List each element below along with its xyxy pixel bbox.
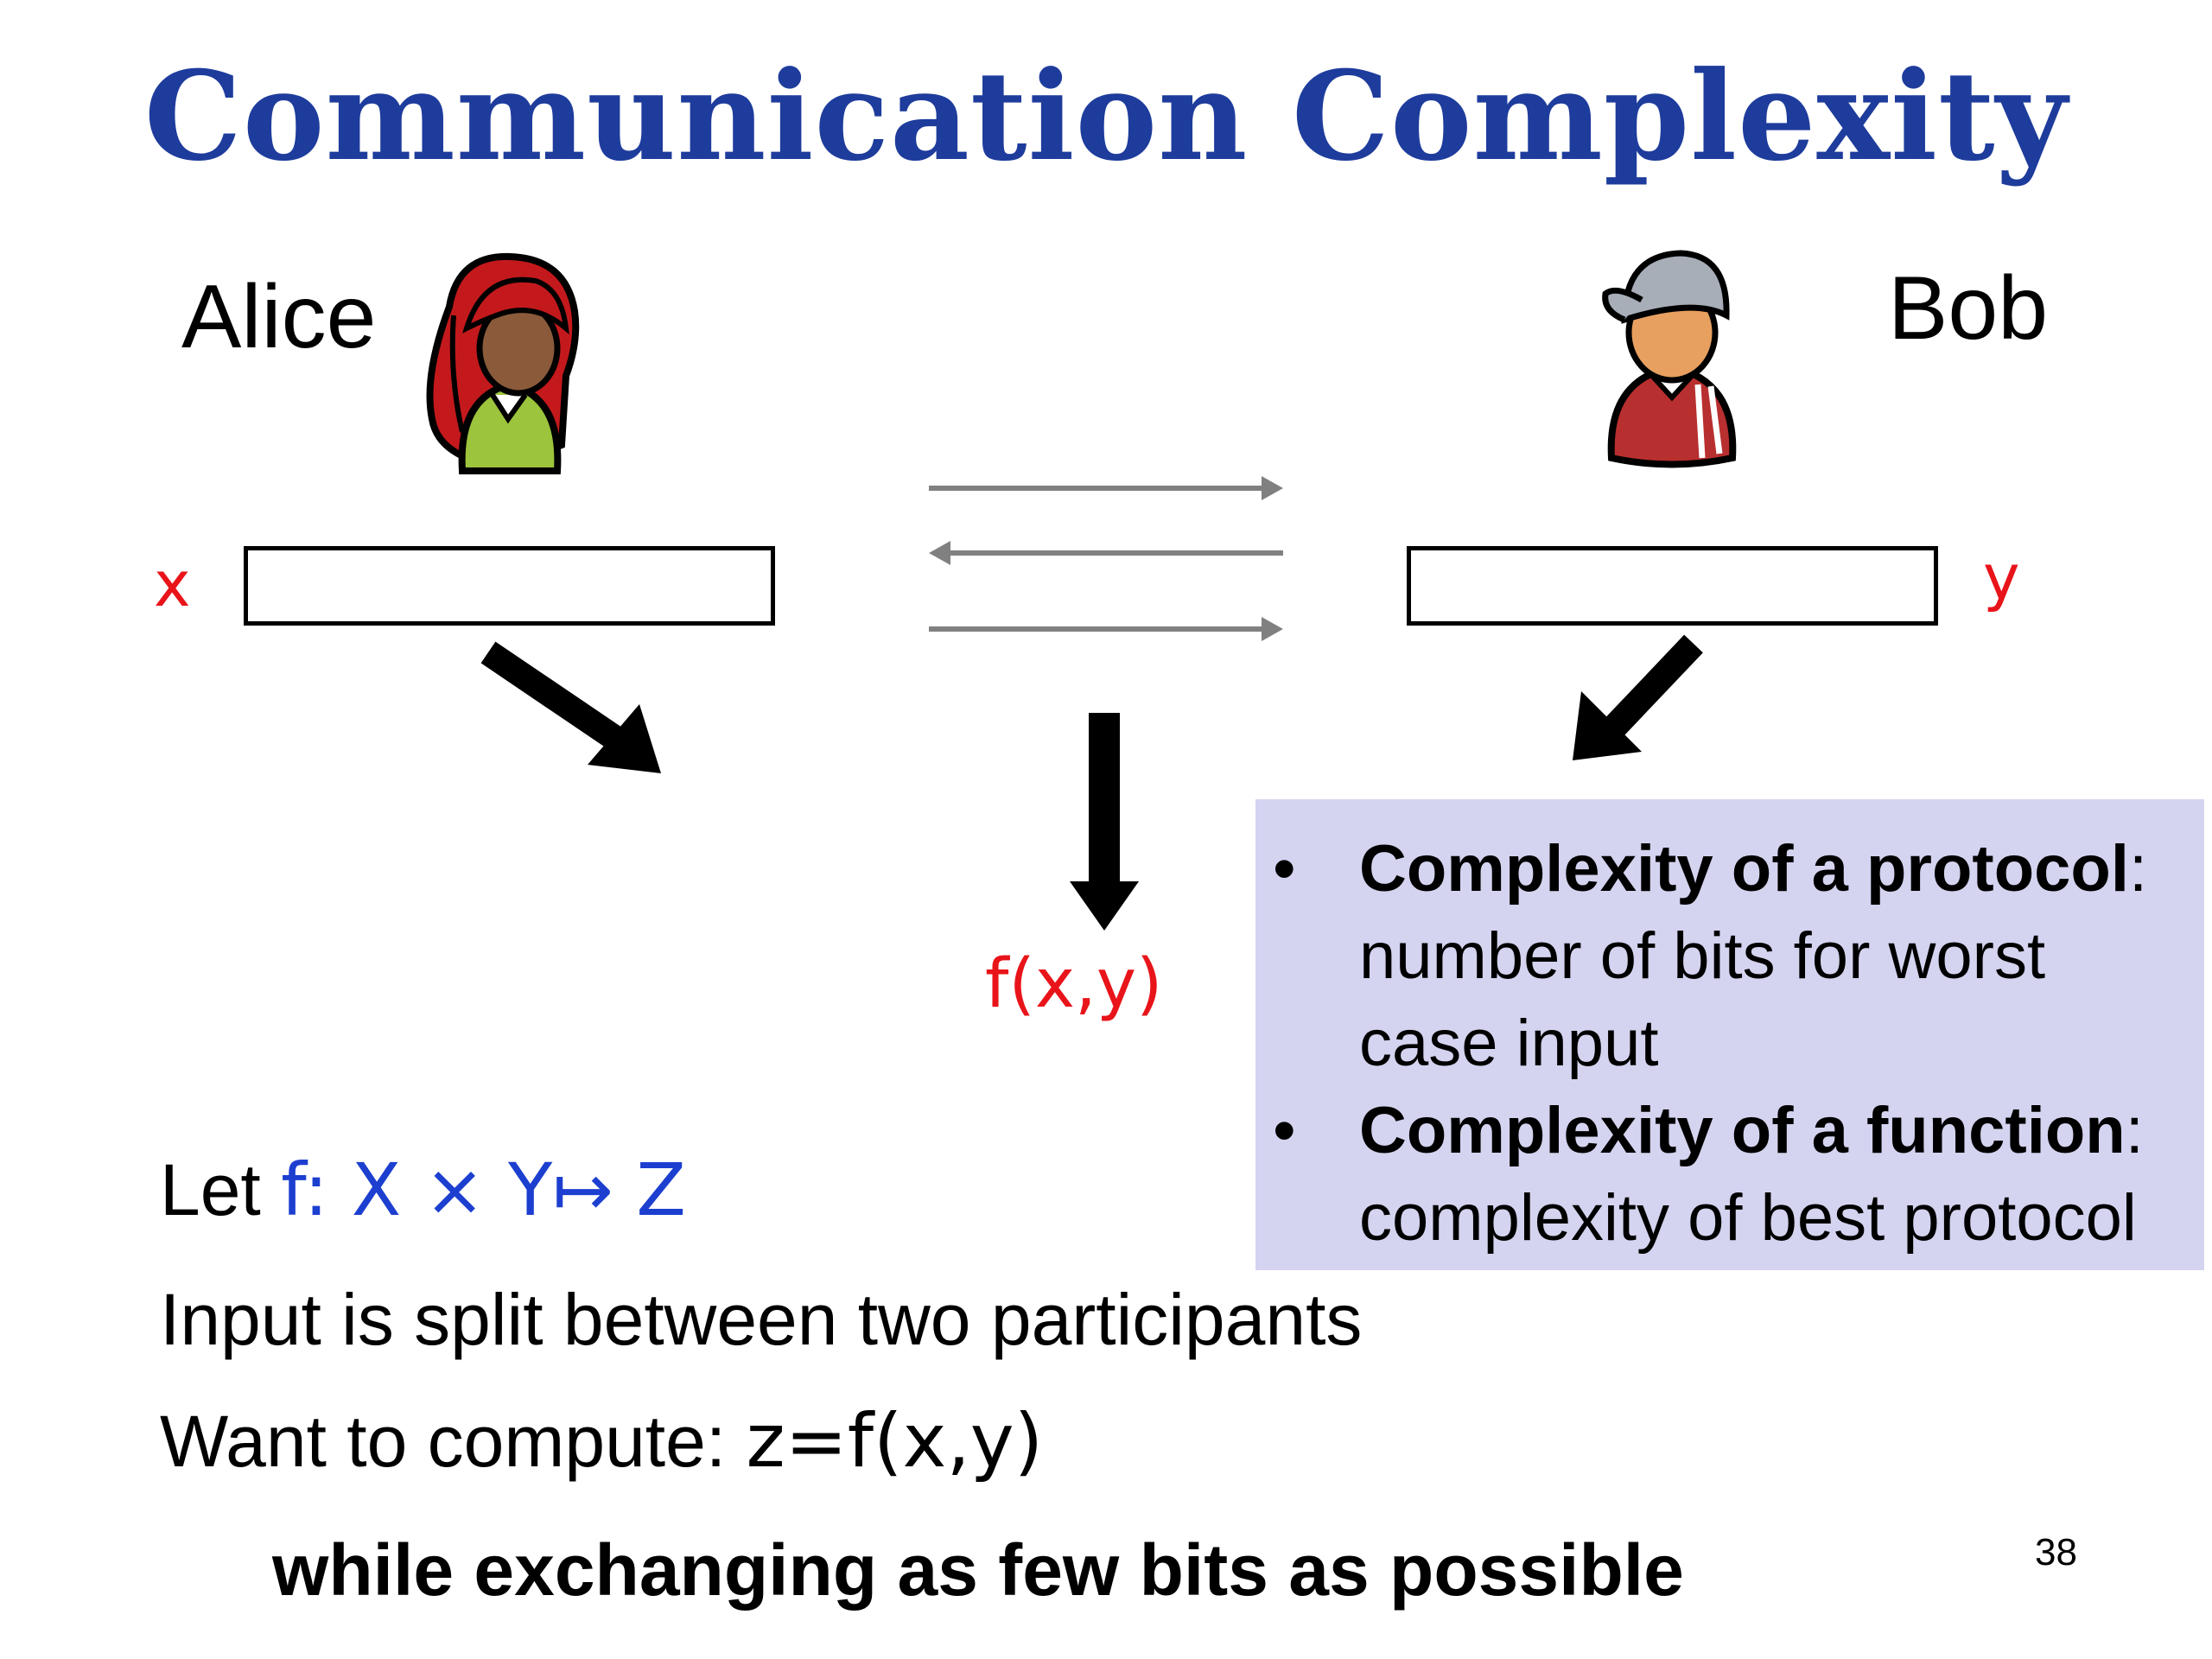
bob-avatar-icon xyxy=(1602,250,1737,468)
input-split-text: Input is split between two participants xyxy=(160,1279,1363,1360)
definition-description: complexity of best protocol xyxy=(1359,1181,2137,1255)
function-definition-line: Let f: X × Y↦ Z xyxy=(160,1154,686,1226)
function-definition: f: X × Y↦ Z xyxy=(281,1147,686,1232)
output-label: f(x,y) xyxy=(985,945,1163,1023)
definition-description: number of bits for worst case input xyxy=(1359,919,2046,1080)
bullet: • xyxy=(1273,832,1296,906)
alice-down-right-arrow xyxy=(480,641,661,773)
definition-separator: : xyxy=(2128,832,2148,906)
footer-emphasis-text: while exchanging as few bits as possible xyxy=(272,1529,1684,1611)
message-arrow-left xyxy=(929,541,1283,565)
page-number: 38 xyxy=(2035,1531,2077,1573)
bob-down-left-arrow xyxy=(1573,634,1703,760)
definition-item-function: • Complexity of a function: complexity of … xyxy=(1255,1087,2178,1262)
want-formula: z=f(x,y) xyxy=(746,1398,1044,1484)
message-arrow-right-1 xyxy=(929,476,1283,500)
complexity-definitions-box: • Complexity of a protocol: number of bits… xyxy=(1255,799,2204,1270)
alice-avatar-icon xyxy=(426,252,580,474)
bullet: • xyxy=(1273,1094,1296,1167)
want-to-compute-line: Want to compute: z=f(x,y) xyxy=(160,1404,1043,1478)
definition-term: Complexity of a protocol xyxy=(1359,832,2129,906)
bob-input-variable: y xyxy=(1983,541,2020,613)
alice-input-box xyxy=(244,546,775,626)
bob-label: Bob xyxy=(1888,258,2049,359)
message-arrow-right-2 xyxy=(929,617,1283,641)
bob-input-box xyxy=(1407,546,1938,626)
alice-input-variable: x xyxy=(154,548,191,620)
definition-item-protocol: • Complexity of a protocol: number of bits… xyxy=(1255,825,2178,1087)
slide-title: Communication Complexity xyxy=(143,45,2069,188)
definition-term: Complexity of a function xyxy=(1359,1094,2126,1167)
definition-separator: : xyxy=(2125,1094,2144,1167)
output-down-arrow xyxy=(1070,713,1139,931)
want-text: Want to compute: xyxy=(160,1401,727,1482)
let-word: Let xyxy=(160,1149,261,1230)
alice-label: Alice xyxy=(181,267,377,367)
